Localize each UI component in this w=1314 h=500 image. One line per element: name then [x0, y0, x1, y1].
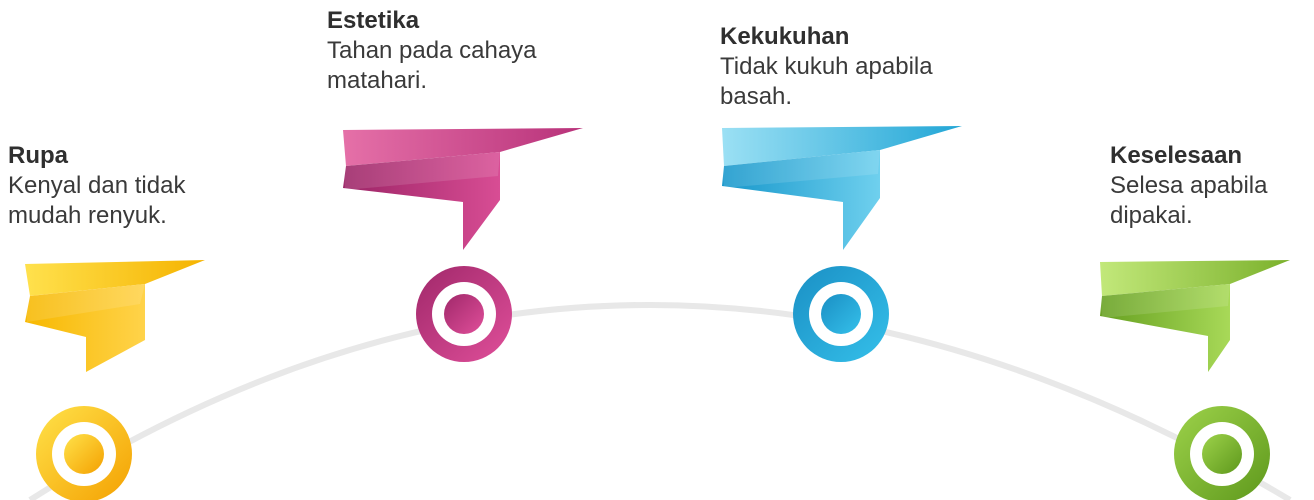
caption-title: Rupa: [8, 142, 68, 169]
ribbon-banner-estetika: [343, 128, 583, 250]
caption-keselesaan: Keselesaan Selesa apabila dipakai.: [1110, 141, 1314, 231]
caption-desc-line1: Tahan pada cahaya: [327, 37, 537, 64]
caption-kekukuhan: Kekukuhan Tidak kukuh apabila basah.: [720, 22, 1020, 112]
marker-rupa: [36, 406, 132, 500]
caption-title: Kekukuhan: [720, 23, 850, 50]
caption-rupa: Rupa Kenyal dan tidak mudah renyuk.: [8, 141, 248, 231]
caption-desc-line1: Selesa apabila: [1110, 172, 1268, 199]
caption-desc-line2: basah.: [720, 83, 793, 110]
caption-estetika: Estetika Tahan pada cahaya matahari.: [327, 6, 627, 96]
ribbon-banner-kekukuhan: [722, 126, 962, 250]
marker-estetika: [416, 266, 512, 362]
ribbon-banner-keselesaan: [1100, 260, 1290, 372]
caption-desc-line2: matahari.: [327, 67, 428, 94]
caption-desc-line1: Tidak kukuh apabila: [720, 53, 933, 80]
caption-desc-line2: mudah renyuk.: [8, 202, 167, 229]
caption-title: Estetika: [327, 7, 420, 34]
timeline-arc: [28, 302, 1292, 500]
caption-title: Keselesaan: [1110, 142, 1243, 169]
marker-keselesaan: [1174, 406, 1270, 500]
ribbon-banner-rupa: [25, 260, 205, 372]
caption-desc-line2: dipakai.: [1110, 202, 1193, 229]
caption-desc-line1: Kenyal dan tidak: [8, 172, 186, 199]
marker-kekukuhan: [793, 266, 889, 362]
